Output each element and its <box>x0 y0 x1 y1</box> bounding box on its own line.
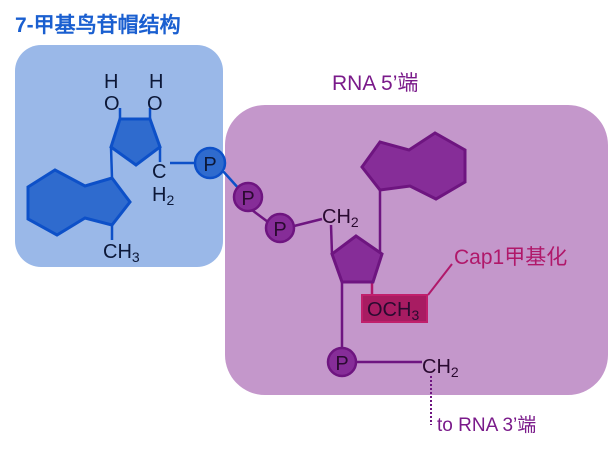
ribose-ring-purple <box>330 234 384 284</box>
ch2-label: CH2 <box>422 356 459 380</box>
m7g-region-box <box>15 45 223 267</box>
phosphate-circle-blue <box>193 146 227 180</box>
rna-5-end-label: RNA 5’端 <box>332 72 418 95</box>
phosphate-circle <box>232 181 264 213</box>
rna-3-end-label: to RNA 3’端 <box>437 414 536 436</box>
hydrogen-label: H <box>149 71 163 93</box>
phosphate-label: P <box>273 219 286 241</box>
h2-label: H2 <box>152 184 174 208</box>
phosphate-circle <box>326 346 358 378</box>
ch2-label: CH2 <box>322 206 359 230</box>
rna-region-box <box>225 105 608 395</box>
guanine-base-blue <box>26 168 132 237</box>
ribose-ring-blue <box>109 117 162 167</box>
och3-box <box>361 294 428 323</box>
och3-label: OCH3 <box>367 299 419 323</box>
ch3-label: CH3 <box>103 241 140 265</box>
phosphate-label: P <box>203 154 216 176</box>
oxygen-label: O <box>104 93 120 115</box>
cap1-methylation-label: Cap1甲基化 <box>454 246 567 269</box>
diagram-title: 7-甲基鸟苷帽结构 <box>15 13 181 37</box>
carbon-label: C <box>152 161 166 183</box>
phosphate-label: P <box>335 353 348 375</box>
cap1-pointer-line <box>427 263 453 296</box>
phosphate-label: P <box>241 188 254 210</box>
phosphate-circle <box>264 212 296 244</box>
nucleobase-purple <box>360 131 467 201</box>
hydrogen-label: H <box>104 71 118 93</box>
oxygen-label: O <box>147 93 163 115</box>
rna-bonds <box>251 190 422 364</box>
